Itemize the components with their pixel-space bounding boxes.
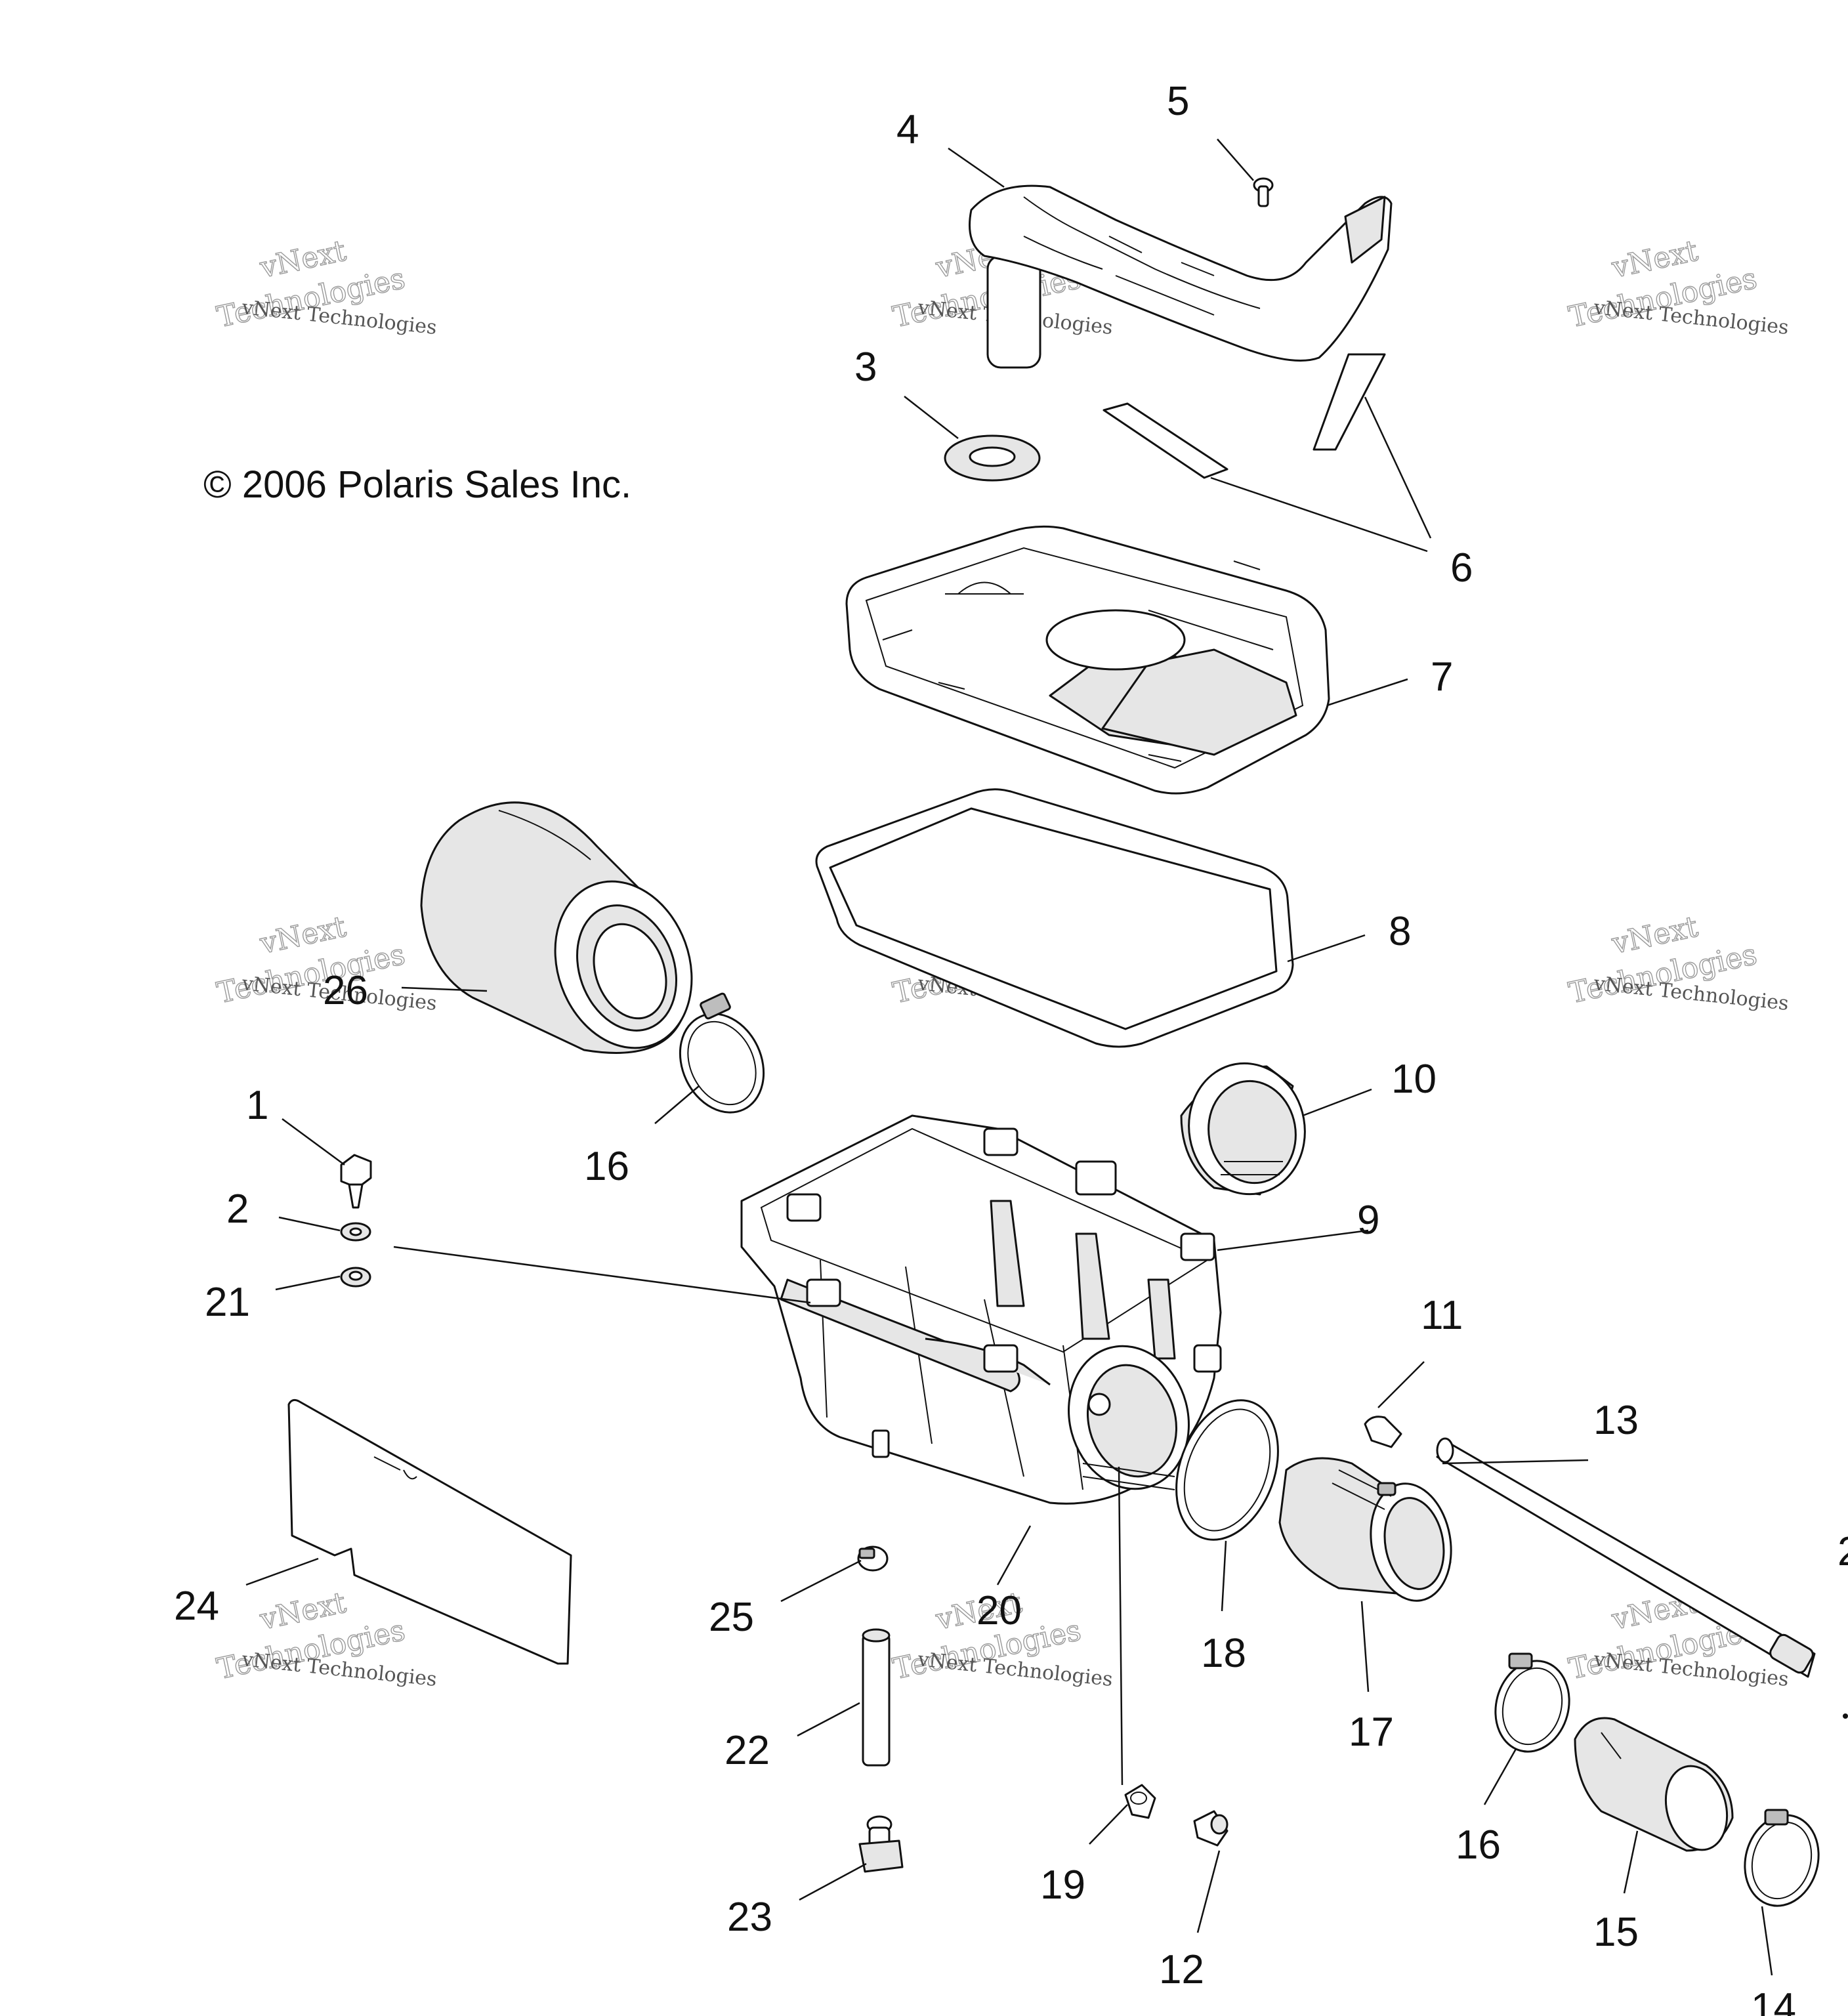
part-11-clip — [1364, 1416, 1402, 1448]
callout-16-lower: 16 — [1456, 1822, 1501, 1868]
part-18-o-ring — [1175, 1399, 1279, 1541]
callout-20: 20 — [976, 1588, 1022, 1633]
callout-8: 8 — [1389, 909, 1411, 954]
callout-23: 23 — [727, 1895, 772, 1940]
callout-1: 1 — [246, 1083, 268, 1128]
part-23-drain-valve — [858, 1815, 904, 1873]
part-13-breather-hose — [1436, 1437, 1816, 1678]
callout-17: 17 — [1349, 1710, 1394, 1755]
part-1-push-rivet — [340, 1154, 372, 1209]
part-7-airbox-cover — [845, 525, 1330, 795]
part-25-small-clamp — [857, 1545, 889, 1572]
callout-numbers: 4 5 3 6 7 8 26 16 10 9 1 2 21 11 13 2 24… — [174, 79, 1848, 2016]
callout-26: 26 — [323, 968, 368, 1013]
callout-22: 22 — [724, 1728, 770, 1773]
part-12-spacer — [1193, 1810, 1228, 1847]
callout-6: 6 — [1450, 545, 1473, 591]
part-22-drain-tube — [862, 1628, 891, 1767]
callout-5: 5 — [1167, 79, 1189, 124]
part-20-airbox-base — [740, 1114, 1222, 1505]
callout-25: 25 — [709, 1595, 754, 1640]
callout-24: 24 — [174, 1584, 219, 1629]
callout-7: 7 — [1431, 654, 1453, 700]
callout-14: 14 — [1751, 1985, 1796, 2016]
callout-21: 21 — [205, 1280, 250, 1325]
part-8-gasket — [815, 788, 1294, 1048]
callout-9: 9 — [1357, 1198, 1379, 1243]
part-2-washer — [340, 1222, 371, 1242]
callout-10: 10 — [1391, 1057, 1437, 1102]
callout-edge: 2 — [1838, 1529, 1848, 1574]
callout-19: 19 — [1040, 1862, 1085, 1908]
part-edge-fragment — [1843, 1713, 1848, 1719]
part-6-foam-strips — [1102, 353, 1386, 479]
copyright-notice: © 2006 Polaris Sales Inc. — [203, 463, 631, 506]
callout-11: 11 — [1421, 1293, 1463, 1338]
callout-12: 12 — [1159, 1947, 1204, 1992]
part-19-fitting — [1124, 1784, 1156, 1819]
part-5-screw — [1253, 177, 1274, 207]
part-10-intake-boot — [1180, 1062, 1306, 1196]
part-16-hose-clamp-upper — [679, 992, 765, 1114]
part-17-outlet-boot — [1278, 1457, 1452, 1602]
callout-18: 18 — [1201, 1631, 1246, 1676]
part-16-hose-clamp-lower — [1494, 1652, 1570, 1753]
callout-4: 4 — [896, 107, 919, 152]
part-24-plate — [287, 1398, 572, 1665]
part-21-grommet — [340, 1267, 371, 1288]
callout-2: 2 — [226, 1186, 249, 1232]
part-26-air-filter — [420, 801, 693, 1054]
leader-lines — [245, 138, 1773, 1976]
part-14-hose-clamp — [1744, 1809, 1820, 1907]
callout-16-upper: 16 — [584, 1144, 629, 1189]
part-4-intake-duct — [969, 184, 1393, 369]
part-3-seal-ring — [944, 434, 1041, 482]
part-15-coupler — [1574, 1717, 1734, 1852]
callout-15: 15 — [1593, 1910, 1639, 1955]
callout-13: 13 — [1593, 1398, 1639, 1443]
callout-3: 3 — [854, 345, 877, 390]
